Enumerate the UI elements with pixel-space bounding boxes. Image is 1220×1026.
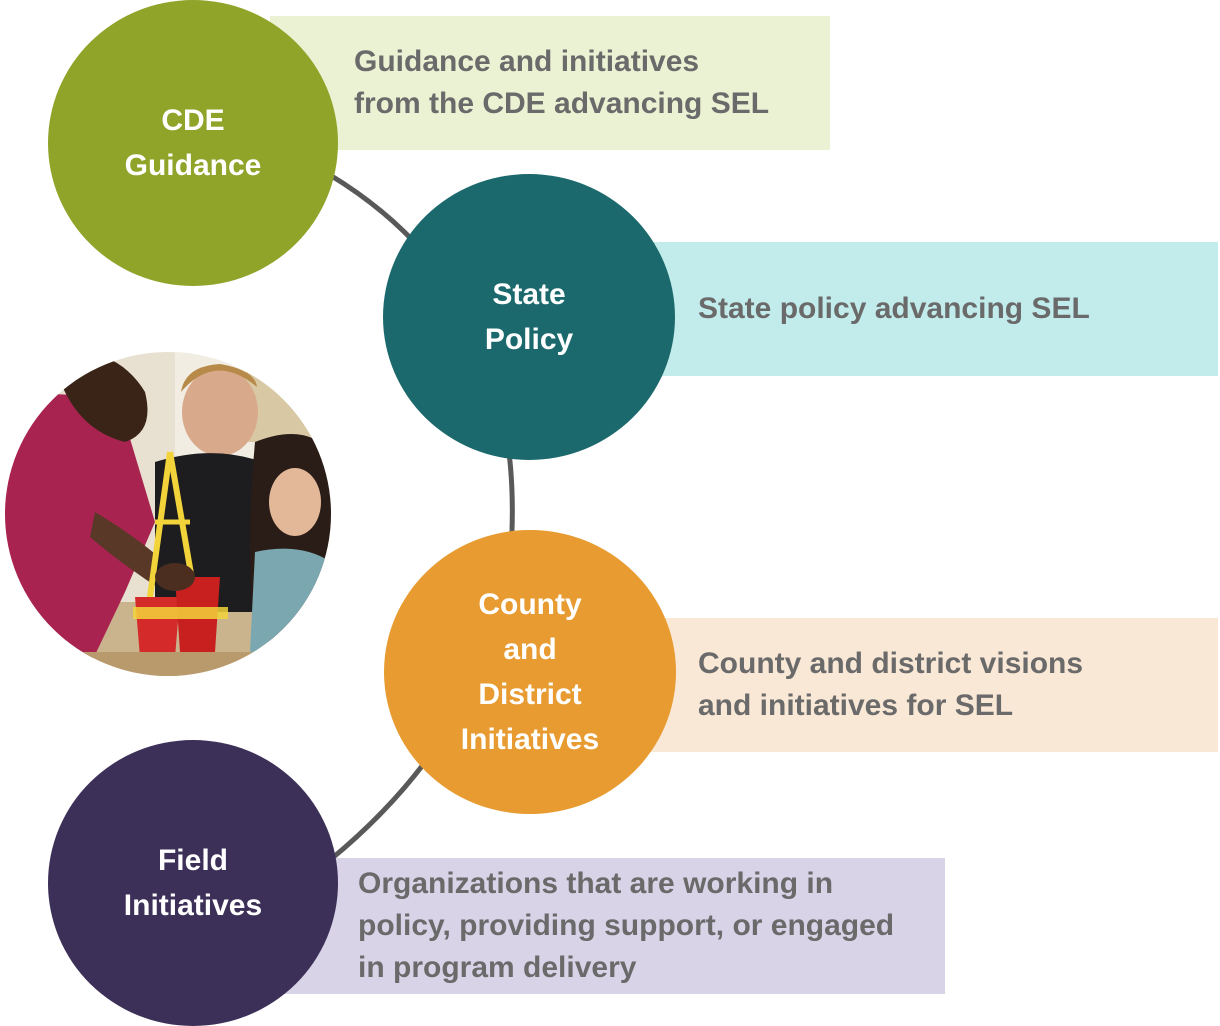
circle-title-line: Guidance — [124, 149, 262, 182]
description-line: from the CDE advancing SEL — [354, 87, 770, 120]
county-district-circle: County and District Initiatives — [384, 530, 676, 814]
circle-title-line: District — [478, 678, 582, 711]
description-line: and initiatives for SEL — [698, 689, 1014, 722]
students-building-photo — [5, 352, 331, 676]
circle-title-line: State — [492, 278, 566, 311]
circle-title-line: Initiatives — [460, 723, 600, 756]
county-district-description: County and district visions and initiati… — [640, 618, 1218, 752]
field-initiatives-circle: Field Initiatives — [48, 740, 338, 1026]
circle-title-line: and — [503, 633, 557, 666]
description-line: State policy advancing SEL — [698, 292, 1090, 325]
state-policy-description: State policy advancing SEL — [640, 242, 1218, 376]
description-line: Organizations that are working in — [358, 867, 834, 900]
circle-title-line: Policy — [484, 323, 574, 356]
cde-guidance-circle: CDE Guidance — [48, 0, 338, 286]
state-policy-circle: State Policy — [383, 174, 675, 460]
cde-guidance-description: Guidance and initiatives from the CDE ad… — [270, 16, 830, 150]
circle-title-line: Field — [157, 844, 228, 877]
circle-title-line: Initiatives — [123, 889, 263, 922]
description-line: policy, providing support, or engaged — [358, 909, 895, 942]
description-line: in program delivery — [358, 951, 637, 984]
circle-title-line: CDE — [161, 104, 225, 137]
field-initiatives-description: Organizations that are working in policy… — [270, 858, 945, 994]
circle-title-line: County — [478, 588, 582, 621]
description-line: County and district visions — [698, 647, 1084, 680]
description-line: Guidance and initiatives — [354, 45, 700, 78]
